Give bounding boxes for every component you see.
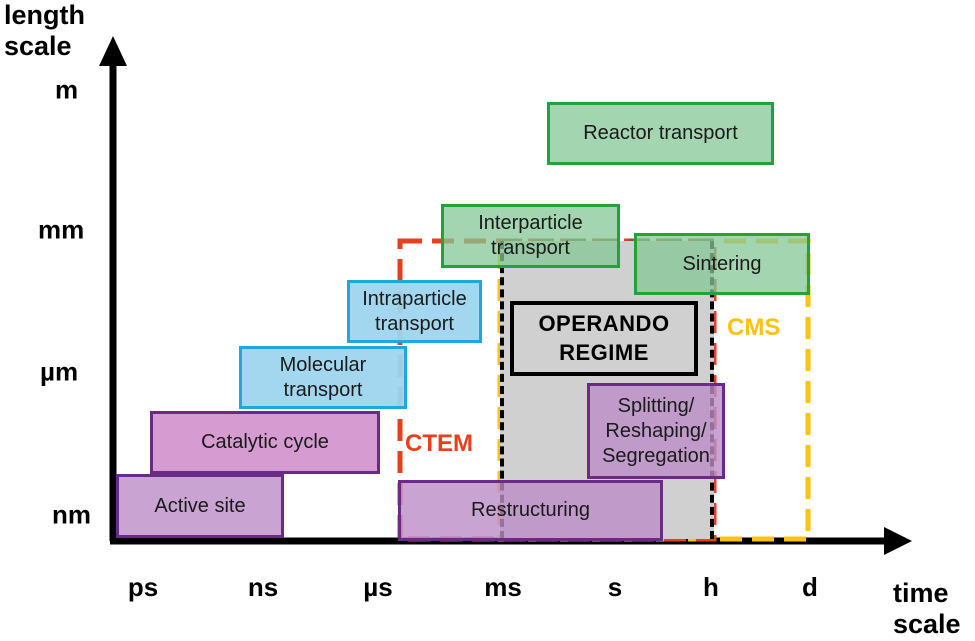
y-axis-label-line2: scale [4, 31, 72, 62]
molecular-line1: Molecular [279, 353, 367, 376]
x-axis-label-line1: time [893, 578, 949, 608]
intraparticle-transport-box: Intraparticle transport [347, 280, 482, 343]
y-tick-m: m [55, 74, 79, 105]
molecular-transport-box: Molecular transport [239, 346, 407, 409]
x-tick-h: h [703, 572, 719, 602]
cms-label: CMS [727, 314, 781, 341]
active-site-box: Active site [116, 474, 284, 538]
operando-line1: OPERANDO [538, 310, 670, 336]
splitting-line1: Splitting/ [617, 394, 695, 417]
sintering-label: Sintering [682, 252, 762, 275]
x-tick-us: µs [363, 572, 393, 602]
catalytic-cycle-label: Catalytic cycle [201, 431, 329, 453]
catalytic-cycle-box: Catalytic cycle [150, 411, 380, 474]
splitting-line3: Segregation [602, 444, 710, 467]
x-tick-s: s [607, 572, 623, 602]
active-site-label: Active site [154, 494, 246, 517]
splitting-box: Splitting/ Reshaping/ Segregation [587, 383, 725, 479]
x-tick-ps: ps [127, 572, 159, 602]
intraparticle-line1: Intraparticle [362, 287, 467, 310]
y-tick-nm: nm [52, 499, 91, 530]
reactor-transport-box: Reactor transport [547, 102, 774, 165]
interparticle-transport-box: Interparticle transport [441, 204, 620, 268]
x-tick-ms: ms [484, 572, 522, 602]
reactor-transport-label: Reactor transport [583, 122, 738, 144]
y-tick-um: µm [40, 356, 79, 387]
interparticle-line1: Interparticle [478, 212, 583, 234]
y-axis-label-line1: length [4, 0, 85, 30]
molecular-line2: transport [283, 378, 363, 401]
y-axis-arrow [99, 36, 127, 66]
operando-line2: REGIME [559, 339, 649, 365]
operando-regime-label: OPERANDO REGIME [510, 301, 698, 376]
sintering-box: Sintering [634, 233, 810, 295]
restructuring-label: Restructuring [471, 499, 590, 521]
x-axis-label: time scale [893, 578, 961, 640]
ctem-label: CTEM [405, 430, 473, 457]
x-axis-label-line2: scale [893, 609, 961, 640]
restructuring-box: Restructuring [398, 480, 663, 541]
y-tick-mm: mm [38, 214, 85, 245]
intraparticle-line2: transport [375, 312, 454, 335]
splitting-line2: Reshaping/ [605, 419, 707, 442]
x-axis-arrow [884, 527, 912, 555]
x-tick-d: d [802, 572, 818, 602]
y-axis-label: length scale [4, 0, 85, 62]
interparticle-line2: transport [491, 237, 570, 259]
x-tick-ns: ns [247, 572, 279, 602]
